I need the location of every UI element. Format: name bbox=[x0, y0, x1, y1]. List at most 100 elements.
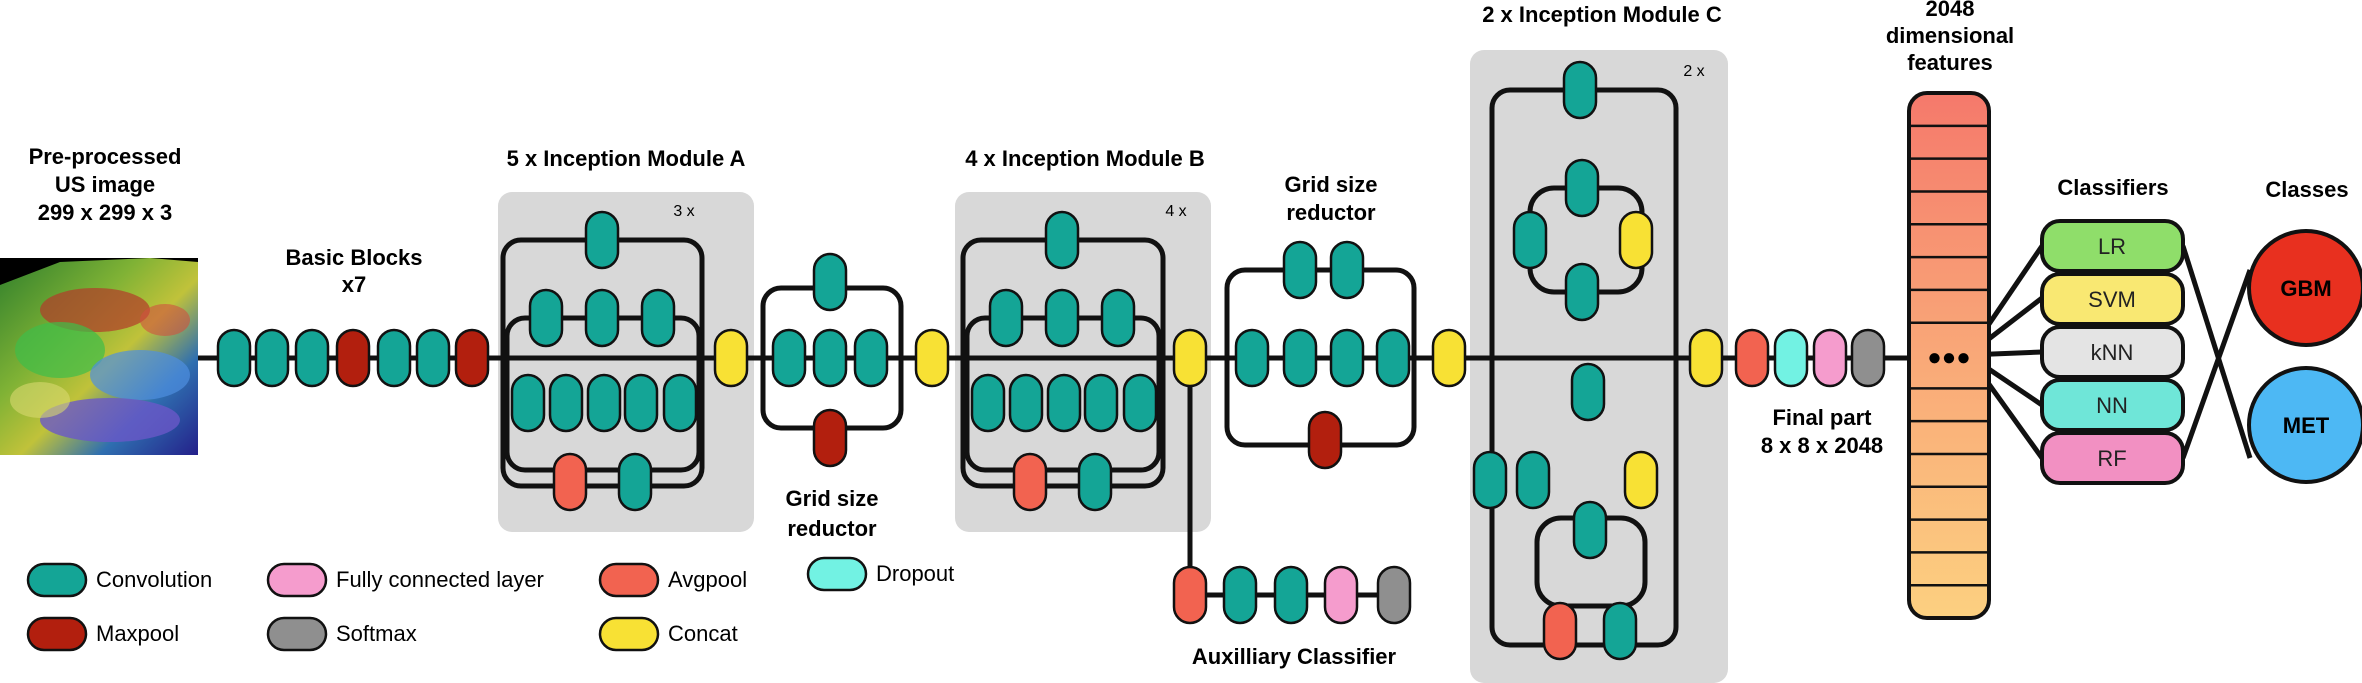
concat-block bbox=[1172, 328, 1208, 388]
legend-label-0: Convolution bbox=[96, 567, 212, 592]
features-title-1: 2048 bbox=[1926, 0, 1975, 21]
legend-swatch-1 bbox=[266, 562, 328, 598]
conv-block bbox=[617, 452, 653, 512]
feature-vector: ●●● bbox=[1907, 91, 1991, 620]
fc-block bbox=[1812, 328, 1848, 388]
module-b-panel bbox=[955, 192, 1211, 532]
conv-block bbox=[640, 288, 676, 348]
fc-block bbox=[1323, 565, 1359, 625]
conv-block bbox=[623, 373, 659, 433]
reductor-1-label-2: reductor bbox=[787, 516, 877, 541]
module-backgrounds bbox=[498, 50, 1728, 683]
classifier-box-rf bbox=[2040, 431, 2185, 485]
classifier-label-knn: kNN bbox=[2091, 340, 2134, 365]
conv-block bbox=[1564, 262, 1600, 322]
legend-swatch-0 bbox=[26, 562, 88, 598]
conv-block bbox=[1564, 158, 1600, 218]
conv-block bbox=[216, 328, 252, 388]
avgpool-block bbox=[552, 452, 588, 512]
conv-block bbox=[1572, 500, 1608, 560]
conv-block bbox=[1570, 362, 1606, 422]
conv-block bbox=[1222, 565, 1258, 625]
conv-block bbox=[584, 210, 620, 270]
module-c-repeat: 2 x bbox=[1683, 63, 1704, 80]
labels: Pre-processed US image 299 x 299 x 3 Bas… bbox=[29, 0, 2349, 669]
basic-blocks-label-1: Basic Blocks bbox=[286, 245, 423, 270]
conv-block bbox=[1077, 452, 1113, 512]
conv-block bbox=[1044, 210, 1080, 270]
module-c-panel bbox=[1470, 50, 1728, 683]
conv-block bbox=[1282, 328, 1318, 388]
classifier-label-rf: RF bbox=[2097, 446, 2126, 471]
classifier-label-lr: LR bbox=[2098, 234, 2126, 259]
final-part-label-2: 8 x 8 x 2048 bbox=[1761, 433, 1883, 458]
input-title-line-2: US image bbox=[55, 172, 155, 197]
classifier-label-svm: SVM bbox=[2088, 287, 2136, 312]
concat-block bbox=[1618, 210, 1654, 270]
conv-block bbox=[1083, 373, 1119, 433]
feature-ellipsis: ●●● bbox=[1927, 344, 1971, 371]
module-a-title: 5 x Inception Module A bbox=[507, 146, 746, 171]
conv-block bbox=[970, 373, 1006, 433]
conv-block bbox=[586, 373, 622, 433]
conv-block bbox=[1046, 373, 1082, 433]
avgpool-block bbox=[1542, 601, 1578, 661]
class-label-met: MET bbox=[2283, 413, 2330, 438]
classifier-label-nn: NN bbox=[2096, 393, 2128, 418]
conv-block bbox=[1512, 210, 1548, 270]
input-title-line-3: 299 x 299 x 3 bbox=[38, 200, 173, 225]
concat-block bbox=[1623, 450, 1659, 510]
conv-block bbox=[1044, 288, 1080, 348]
conv-block bbox=[1515, 450, 1551, 510]
conv-block bbox=[1282, 240, 1318, 300]
module-b-repeat: 4 x bbox=[1165, 203, 1186, 220]
class-circle-met bbox=[2247, 366, 2362, 484]
module-a-panel bbox=[498, 192, 754, 532]
basic-blocks-label-2: x7 bbox=[342, 272, 366, 297]
legend-label-2: Avgpool bbox=[668, 567, 747, 592]
conv-block bbox=[1562, 60, 1598, 120]
legend-label-4: Maxpool bbox=[96, 621, 179, 646]
concat-block bbox=[713, 328, 749, 388]
conv-block bbox=[1472, 450, 1508, 510]
input-title-line-1: Pre-processed bbox=[29, 144, 182, 169]
softmax-block bbox=[1376, 565, 1412, 625]
conv-block bbox=[584, 288, 620, 348]
conv-block bbox=[415, 328, 451, 388]
classifiers-title: Classifiers bbox=[2057, 175, 2168, 200]
avgpool-block bbox=[1172, 565, 1208, 625]
maxpool-block bbox=[454, 328, 490, 388]
legend-swatch-3 bbox=[806, 556, 868, 592]
class-label-gbm: GBM bbox=[2280, 276, 2331, 301]
module-a-repeat: 3 x bbox=[673, 203, 694, 220]
legend-swatch-2 bbox=[598, 562, 660, 598]
classes-title: Classes bbox=[2265, 177, 2348, 202]
features-title-2: dimensional bbox=[1886, 23, 2014, 48]
final-part-label-1: Final part bbox=[1772, 405, 1872, 430]
conv-block bbox=[771, 328, 807, 388]
conv-block bbox=[1008, 373, 1044, 433]
conv-block bbox=[812, 328, 848, 388]
maxpool-block bbox=[335, 328, 371, 388]
conv-block bbox=[1602, 601, 1638, 661]
conv-block bbox=[376, 328, 412, 388]
legend-label-6: Concat bbox=[668, 621, 738, 646]
legend-swatch-6 bbox=[598, 616, 660, 652]
conv-block bbox=[812, 252, 848, 312]
maxpool-block bbox=[812, 408, 848, 468]
dropout-block bbox=[1773, 328, 1809, 388]
conv-block bbox=[254, 328, 290, 388]
conv-block bbox=[988, 288, 1024, 348]
conv-block bbox=[1273, 565, 1309, 625]
module-b-title: 4 x Inception Module B bbox=[965, 146, 1205, 171]
legend-swatch-4 bbox=[26, 616, 88, 652]
conv-block bbox=[294, 328, 330, 388]
legend-label-3: Dropout bbox=[876, 561, 954, 586]
class-list: GBM MET bbox=[2247, 229, 2362, 484]
layer-blocks bbox=[216, 60, 1886, 661]
classifier-box-knn bbox=[2040, 325, 2185, 379]
conv-block bbox=[1234, 328, 1270, 388]
classifier-box-nn bbox=[2040, 378, 2185, 432]
